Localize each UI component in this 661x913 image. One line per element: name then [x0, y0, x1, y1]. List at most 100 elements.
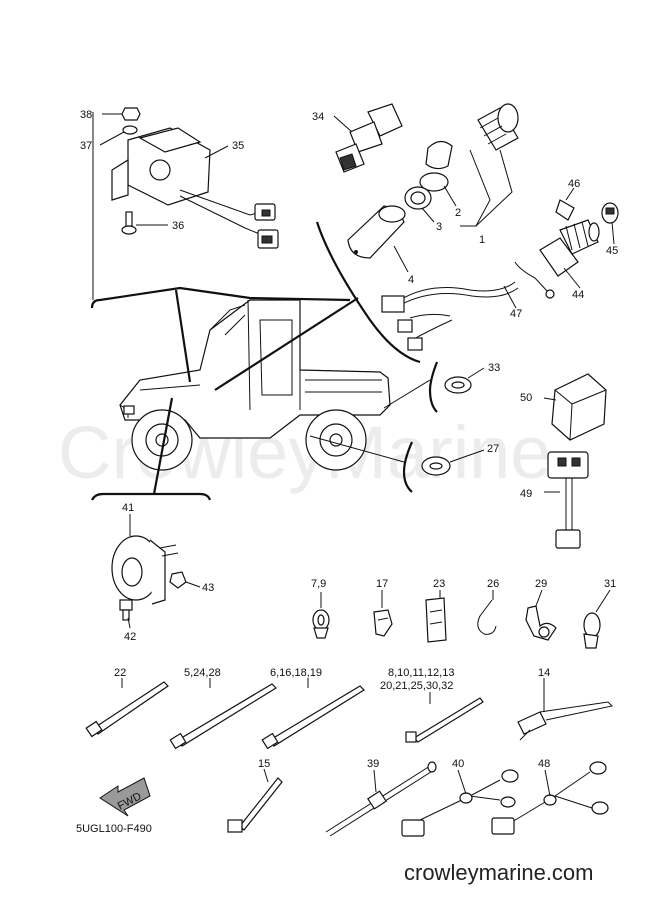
callout-50: 50 [520, 392, 532, 404]
callout-35: 35 [232, 140, 244, 152]
callout-1: 1 [479, 234, 485, 246]
leader-44 [563, 267, 581, 289]
cap-2 [419, 140, 453, 192]
clip-17 [373, 609, 393, 637]
leader-47 [503, 285, 517, 309]
harness-48 [491, 761, 609, 835]
callout-37: 37 [80, 140, 92, 152]
callout-49: 49 [520, 488, 532, 500]
plate-45 [601, 202, 619, 224]
grommet-33 [444, 376, 472, 394]
leader-27b [449, 449, 485, 463]
callout-6-16-18-19: 6,16,18,19 [270, 667, 322, 679]
bracket-27 [402, 441, 414, 493]
harness-39 [325, 761, 437, 837]
callout-34: 34 [312, 111, 324, 123]
harness-leaders [373, 769, 551, 797]
callout-3: 3 [436, 221, 442, 233]
tie-15 [227, 777, 283, 833]
leader-outlet [214, 297, 359, 391]
leader-4 [393, 245, 409, 273]
clip-7-9 [312, 609, 330, 639]
callout-2: 2 [455, 207, 461, 219]
tie-6-16-18-19 [261, 685, 365, 750]
nut-38 [121, 107, 141, 121]
callout-45: 45 [606, 245, 618, 257]
callout-41: 41 [122, 502, 134, 514]
callout-8-10-11-12-13: 8,10,11,12,13 [388, 667, 454, 679]
leader-35 [204, 145, 229, 159]
callout-17: 17 [376, 578, 388, 590]
bracket-41 [91, 492, 212, 501]
clip-29 [525, 605, 557, 641]
callout-33: 33 [488, 362, 500, 374]
callout-43: 43 [202, 582, 214, 594]
washer-37 [122, 125, 138, 135]
leader-horn [152, 397, 174, 495]
leader-50 [543, 397, 557, 401]
nut-43 [169, 571, 187, 589]
leader-2 [443, 185, 457, 207]
callout-47: 47 [510, 308, 522, 320]
callout-20-21-25-30-32: 20,21,25,30,32 [380, 680, 453, 692]
callout-7-9: 7,9 [311, 578, 326, 590]
relay-50 [551, 373, 607, 441]
callout-29: 29 [535, 578, 547, 590]
clip-23 [425, 597, 447, 643]
nut-3 [404, 186, 432, 210]
callout-22: 22 [114, 667, 126, 679]
outlet-1 [477, 103, 519, 151]
leader-1-bracket [460, 149, 491, 227]
cover-4 [347, 205, 406, 259]
leader-43 [185, 581, 201, 588]
relay-35 [111, 127, 279, 249]
callout-48: 48 [538, 758, 550, 770]
tie-14 [517, 701, 614, 741]
clip-leaders [320, 589, 611, 613]
leader-34 [333, 115, 353, 133]
leader-33b [467, 367, 485, 379]
leader-relay [174, 289, 192, 383]
leader-27 [309, 435, 405, 463]
bracket-33 [428, 361, 439, 413]
callout-27: 27 [487, 443, 499, 455]
callout-5-24-28: 5,24,28 [184, 667, 221, 679]
horn-41 [111, 535, 179, 605]
callout-26: 26 [487, 578, 499, 590]
leader-3 [421, 207, 435, 223]
leader-45 [611, 221, 615, 245]
callout-4: 4 [408, 274, 414, 286]
leader-46 [565, 187, 575, 201]
harness-47 [381, 261, 555, 351]
callout-36: 36 [172, 220, 184, 232]
sensor-34 [335, 103, 403, 173]
harness-40 [401, 769, 519, 837]
callout-31: 31 [604, 578, 616, 590]
callout-44: 44 [572, 289, 584, 301]
tie-5-24-28 [169, 683, 277, 750]
callout-40: 40 [452, 758, 464, 770]
harness-49 [547, 451, 589, 549]
switch-44 [539, 219, 600, 277]
callout-46: 46 [568, 178, 580, 190]
site-footer: crowleymarine.com [404, 860, 594, 885]
callout-14: 14 [538, 667, 550, 679]
grommet-27 [421, 456, 451, 476]
vehicle-side-view [119, 299, 391, 471]
upper-right-bracket [315, 221, 421, 364]
bolt-42 [119, 599, 133, 621]
callout-39: 39 [367, 758, 379, 770]
upper-left-bracket [90, 286, 351, 309]
diagram-code: 5UGL100-F490 [76, 823, 152, 835]
callout-23: 23 [433, 578, 445, 590]
label-46 [555, 199, 575, 221]
tie-8-10-11-12-13 [405, 697, 484, 743]
clip-31 [583, 612, 601, 649]
clip-26 [477, 599, 497, 635]
leader-33 [383, 379, 431, 409]
leader-42 [127, 617, 131, 629]
callout-42: 42 [124, 631, 136, 643]
callout-38: 38 [80, 109, 92, 121]
leader-37 [99, 131, 125, 146]
tie-22 [85, 681, 169, 738]
